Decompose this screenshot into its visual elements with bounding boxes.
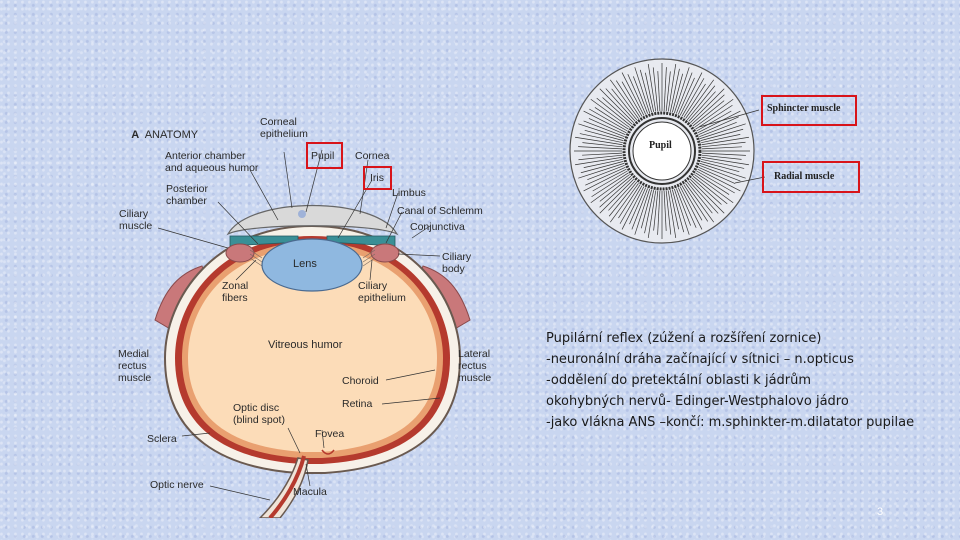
cornea-shape xyxy=(226,205,399,236)
label-iris: Iris xyxy=(370,172,384,184)
panel-title-text: ANATOMY xyxy=(144,129,199,141)
text-line-1: Pupilární reflex (zúžení a rozšíření zor… xyxy=(546,331,822,346)
sphincter-muscle-label: Sphincter muscle xyxy=(767,103,841,114)
label-lateral-rectus: Lateral rectus muscle xyxy=(458,348,492,384)
sphincter-ring-outer xyxy=(622,111,702,191)
label-optic-disc: Optic disc (blind spot) xyxy=(233,402,285,426)
page-number: 3 xyxy=(877,506,884,518)
label-ciliary-body: Ciliary body xyxy=(442,251,472,275)
iris-pupil-label: Pupil xyxy=(649,140,672,151)
lens-shape xyxy=(261,238,363,292)
label-fovea: Fovea xyxy=(315,428,345,440)
pupil-circle xyxy=(632,121,692,181)
label-retina: Retina xyxy=(342,398,373,410)
text-line-2: -neuronální dráha začínající v sítnici –… xyxy=(546,352,854,367)
sphincter-highlight-box xyxy=(761,95,857,126)
label-limbus: Limbus xyxy=(392,187,426,199)
sphincter-ring-inner xyxy=(628,117,696,185)
label-lens: Lens xyxy=(293,258,317,270)
fovea-marker xyxy=(321,449,335,455)
zonal-fibers-lines xyxy=(249,249,376,267)
iris-highlight-box xyxy=(363,166,392,190)
pupil-dot xyxy=(298,210,306,218)
vitreous-humor-shape xyxy=(188,248,437,452)
label-posterior-chamber: Posterior chamber xyxy=(166,183,209,207)
label-sclera: Sclera xyxy=(147,433,177,445)
iris-muscle-diagram: Pupil Sphincter muscle Radial muscle xyxy=(567,55,867,247)
label-macula: Macula xyxy=(293,486,327,498)
radial-leader xyxy=(734,176,766,184)
label-choroid: Choroid xyxy=(342,375,379,387)
eye-anatomy-diagram: A ANATOMY Corneal epithelium Pupil Corne… xyxy=(110,108,515,518)
panel-title: A ANATOMY xyxy=(119,117,198,153)
label-optic-nerve: Optic nerve xyxy=(150,479,204,491)
sphincter-leader xyxy=(698,109,760,128)
label-ciliary-muscle: Ciliary muscle xyxy=(119,208,153,232)
ciliary-body-left-shape xyxy=(225,243,255,263)
label-canal-of-schlemm: Canal of Schlemm xyxy=(397,205,483,217)
radial-highlight-box xyxy=(762,161,860,193)
label-anterior-chamber: Anterior chamber and aqueous humor xyxy=(165,150,259,174)
label-ciliary-epithelium: Ciliary epithelium xyxy=(358,280,406,304)
iris-muscle-drawing xyxy=(569,58,766,244)
panel-letter: A xyxy=(131,129,140,141)
eye-anatomy-drawing xyxy=(154,149,471,518)
text-line-4: okohybných nervů- Edinger-Westphalovo já… xyxy=(546,394,849,409)
label-pupil: Pupil xyxy=(311,150,335,162)
text-line-5: -jako vlákna ANS –končí: m.sphinkter-m.d… xyxy=(546,415,915,430)
pupillary-reflex-text: Pupilární reflex (zúžení a rozšíření zor… xyxy=(546,328,958,433)
radial-muscle-label: Radial muscle xyxy=(774,171,835,182)
radial-muscle-fibers xyxy=(574,63,750,239)
label-cornea: Cornea xyxy=(355,150,390,162)
label-zonal-fibers: Zonal fibers xyxy=(222,280,249,304)
label-corneal-epithelium: Corneal epithelium xyxy=(260,116,308,140)
text-line-3: -oddělení do pretektální oblasti k jádrů… xyxy=(546,373,812,388)
label-medial-rectus: Medial rectus muscle xyxy=(118,348,152,384)
pupil-highlight-box xyxy=(306,142,343,169)
ciliary-body-right-shape xyxy=(370,243,400,263)
label-conjunctiva: Conjunctiva xyxy=(410,221,465,233)
optic-nerve-shape xyxy=(258,457,309,518)
label-vitreous-humor: Vitreous humor xyxy=(268,339,343,351)
central-retinal-vessel xyxy=(268,455,306,518)
